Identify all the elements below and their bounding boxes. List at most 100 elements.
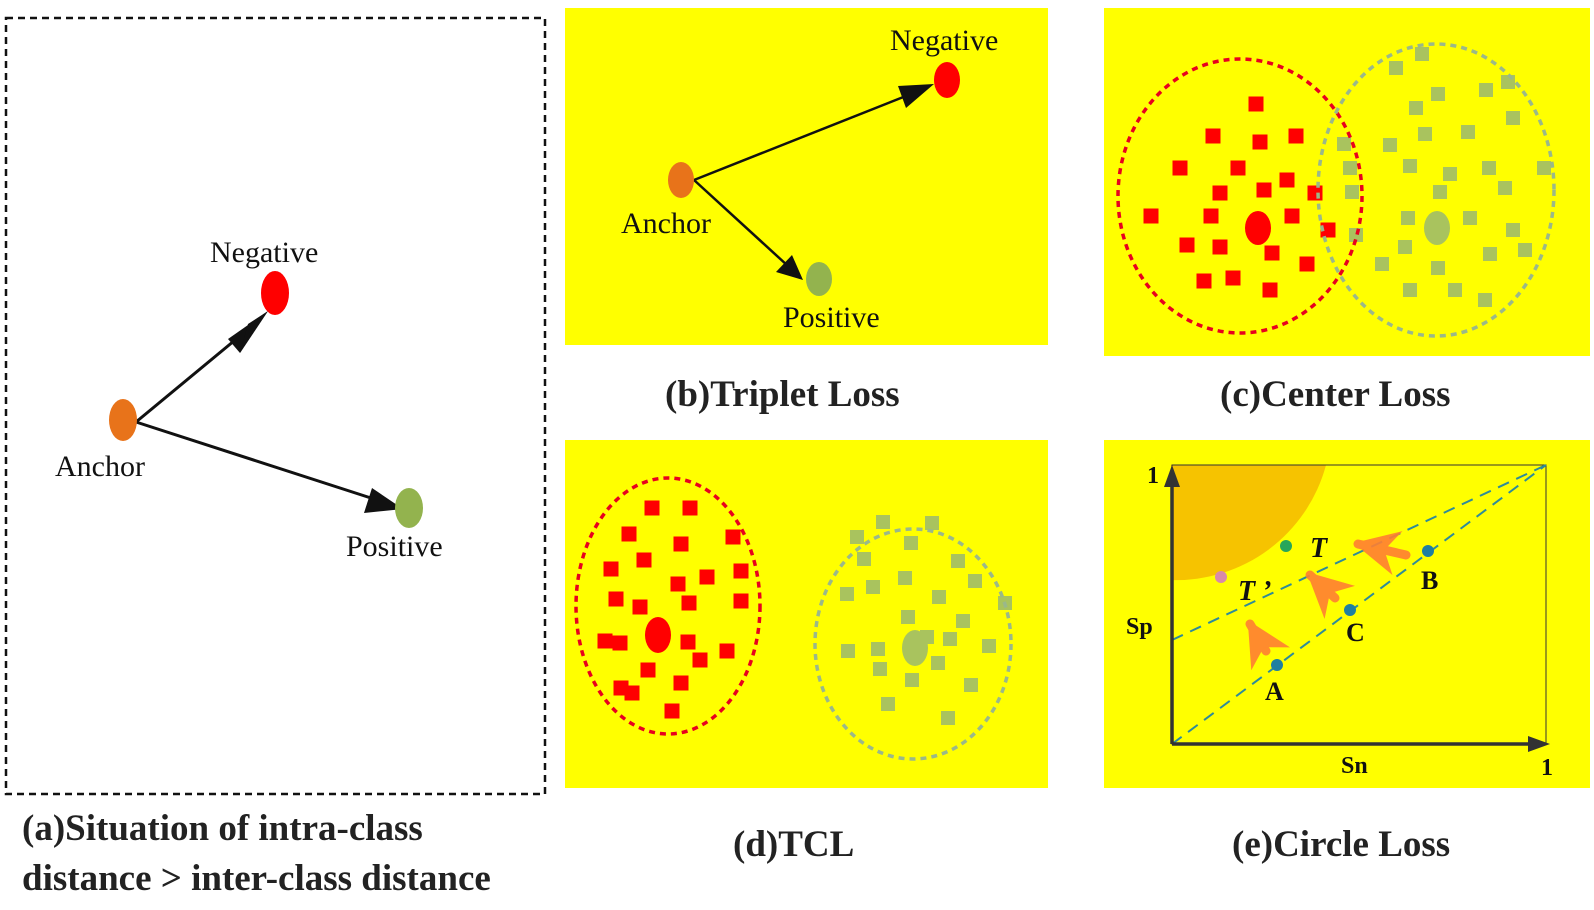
red-sample-square bbox=[1205, 128, 1221, 144]
red-sample-square bbox=[1279, 172, 1295, 188]
red-sample-square bbox=[733, 563, 749, 579]
caption-e: (e)Circle Loss bbox=[1232, 824, 1450, 865]
panel-b-background bbox=[565, 8, 1048, 345]
positive-dot-b bbox=[806, 262, 832, 296]
red-sample-square bbox=[1212, 185, 1228, 201]
green-cluster-d bbox=[840, 515, 1012, 725]
red-sample-square bbox=[682, 500, 698, 516]
caption-a-line1: (a)Situation of intra-class bbox=[22, 808, 423, 849]
panel-a: Anchor Negative Positive (a)Situation of… bbox=[4, 16, 547, 899]
positive-label-b: Positive bbox=[783, 301, 880, 334]
point-b-label: B bbox=[1421, 566, 1438, 595]
green-sample-square bbox=[1479, 83, 1493, 97]
red-sample-square bbox=[670, 576, 686, 592]
red-sample-square bbox=[612, 635, 628, 651]
green-sample-square bbox=[857, 552, 871, 566]
green-sample-square bbox=[1461, 125, 1475, 139]
red-sample-square bbox=[692, 652, 708, 668]
point-c-marker bbox=[1344, 604, 1356, 616]
green-sample-square bbox=[1443, 167, 1457, 181]
orange-arrow-b-to-t bbox=[1353, 531, 1411, 575]
red-sample-square bbox=[681, 595, 697, 611]
green-sample-square bbox=[1478, 293, 1492, 307]
red-sample-square bbox=[673, 536, 689, 552]
negative-dot bbox=[261, 271, 289, 315]
green-sample-square bbox=[866, 580, 880, 594]
green-sample-square bbox=[932, 590, 946, 604]
red-sample-square bbox=[632, 599, 648, 615]
red-sample-square bbox=[597, 633, 613, 649]
green-sample-square bbox=[1343, 161, 1357, 175]
arrowhead-positive bbox=[364, 488, 403, 513]
panel-c-background bbox=[1104, 8, 1590, 356]
green-sample-square bbox=[1398, 240, 1412, 254]
green-sample-square bbox=[1415, 47, 1429, 61]
red-sample-square bbox=[673, 675, 689, 691]
green-sample-square bbox=[1401, 211, 1415, 225]
negative-label-b: Negative bbox=[890, 24, 998, 57]
green-sample-square bbox=[1383, 138, 1397, 152]
green-sample-square bbox=[871, 642, 885, 656]
anchor-dot-b bbox=[668, 162, 694, 198]
green-sample-square bbox=[873, 662, 887, 676]
positive-label: Positive bbox=[346, 530, 443, 563]
red-sample-square bbox=[1248, 96, 1264, 112]
red-sample-square bbox=[1225, 270, 1241, 286]
red-sample-square bbox=[1203, 208, 1219, 224]
orange-arrow-a-to-t bbox=[1245, 619, 1291, 671]
green-sample-square bbox=[841, 644, 855, 658]
green-sample-square bbox=[943, 632, 957, 646]
decision-line-lower bbox=[1171, 464, 1547, 745]
arrow-anchor-to-positive bbox=[135, 420, 375, 501]
green-sample-square bbox=[956, 614, 970, 628]
green-sample-square bbox=[1389, 61, 1403, 75]
green-sample-square bbox=[941, 711, 955, 725]
x-axis-arrowhead bbox=[1528, 736, 1550, 752]
green-sample-square bbox=[931, 656, 945, 670]
green-sample-square bbox=[904, 536, 918, 550]
green-sample-square bbox=[901, 610, 915, 624]
green-sample-square bbox=[1482, 161, 1496, 175]
green-sample-square bbox=[1537, 161, 1551, 175]
green-sample-square bbox=[1483, 247, 1497, 261]
green-sample-square bbox=[1337, 137, 1351, 151]
negative-dot-b bbox=[934, 62, 960, 98]
point-b-marker bbox=[1422, 545, 1434, 557]
green-sample-square bbox=[1345, 185, 1359, 199]
point-a-marker bbox=[1271, 659, 1283, 671]
red-sample-square bbox=[1284, 208, 1300, 224]
green-sample-square bbox=[1403, 283, 1417, 297]
green-sample-square bbox=[1506, 223, 1520, 237]
caption-d: (d)TCL bbox=[733, 824, 854, 865]
red-sample-square bbox=[664, 703, 680, 719]
panel-e: 1 1 Sp Sn T T ’ A B C (e)Circle Loss bbox=[1104, 440, 1590, 865]
green-sample-square bbox=[881, 697, 895, 711]
anchor-label-b: Anchor bbox=[621, 207, 711, 240]
green-sample-square bbox=[1418, 127, 1432, 141]
green-sample-square bbox=[1518, 243, 1532, 257]
red-sample-square bbox=[1196, 273, 1212, 289]
panel-a-frame bbox=[4, 16, 547, 796]
red-sample-square bbox=[1307, 185, 1323, 201]
red-sample-square bbox=[1256, 182, 1272, 198]
green-boundary-d bbox=[813, 527, 1013, 761]
green-sample-square bbox=[1431, 87, 1445, 101]
point-a-label: A bbox=[1265, 677, 1284, 706]
green-sample-square bbox=[1506, 111, 1520, 125]
green-sample-square bbox=[982, 639, 996, 653]
green-sample-square bbox=[840, 587, 854, 601]
point-t-marker bbox=[1280, 540, 1292, 552]
red-sample-square bbox=[1143, 208, 1159, 224]
positive-dot bbox=[395, 488, 423, 528]
red-sample-square bbox=[680, 634, 696, 650]
circle-optimum-region bbox=[1171, 465, 1326, 581]
arrowhead-b-negative bbox=[898, 84, 934, 108]
negative-label: Negative bbox=[210, 236, 318, 269]
point-t-prime-label: T ’ bbox=[1238, 576, 1271, 607]
red-sample-square bbox=[1264, 245, 1280, 261]
green-sample-square bbox=[951, 554, 965, 568]
red-sample-square bbox=[636, 552, 652, 568]
y-axis-arrowhead bbox=[1164, 465, 1180, 487]
red-sample-square bbox=[725, 529, 741, 545]
